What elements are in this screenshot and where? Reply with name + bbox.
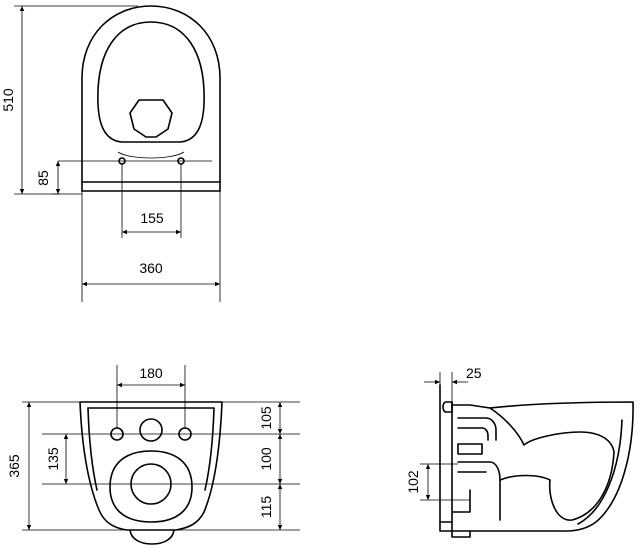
dim-label-85: 85	[35, 170, 51, 186]
dim-label-360: 360	[139, 260, 163, 276]
side-view-outlet-trap	[457, 443, 483, 455]
dim-label-365: 365	[6, 454, 22, 478]
dim-label-180: 180	[139, 365, 163, 381]
top-view: 510 85 155 360	[0, 5, 221, 302]
dim-label-510: 510	[0, 88, 16, 112]
side-view-base	[439, 521, 453, 532]
side-view-inlet-pipe	[457, 417, 497, 441]
top-view-back-contour	[117, 151, 185, 159]
dim-label-100: 100	[258, 447, 274, 471]
front-view: 180 365 135 105 100 115	[6, 365, 300, 545]
dim-label-105: 105	[258, 406, 274, 430]
front-view-inlet	[139, 418, 163, 442]
side-view-bowl-outer	[451, 401, 634, 532]
dim-label-102: 102	[405, 470, 421, 494]
dim-label-115: 115	[258, 496, 274, 519]
top-view-outer-shell	[81, 5, 221, 183]
front-view-outer-shell	[79, 401, 223, 531]
side-view-wall-plate	[442, 401, 453, 413]
front-view-wall-plate	[87, 407, 215, 491]
top-view-inner-bowl	[97, 21, 205, 143]
side-view-bowl-inner	[489, 407, 615, 521]
dim-label-155: 155	[140, 210, 164, 226]
side-view: 25 102	[405, 365, 634, 538]
dim-label-25: 25	[466, 365, 482, 381]
front-view-inner-bowl	[109, 450, 193, 523]
top-view-flush-outlet	[129, 99, 173, 138]
dim-label-135: 135	[45, 447, 61, 471]
front-view-foot	[129, 529, 175, 545]
